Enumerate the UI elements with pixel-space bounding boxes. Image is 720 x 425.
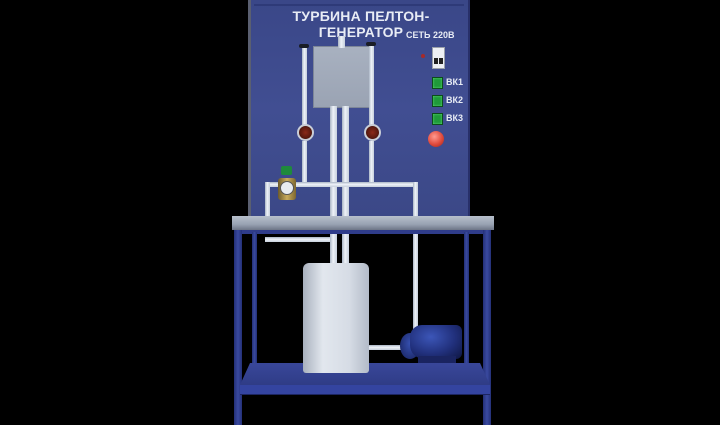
- left-pipe: [302, 48, 307, 128]
- right-pressure-gauge-icon: [364, 124, 381, 141]
- switch-vk3-label: ВК3: [446, 113, 463, 123]
- pump-riser-pipe: [413, 182, 418, 342]
- pump-motor: [410, 325, 462, 359]
- water-tank: [303, 263, 369, 373]
- circuit-breaker[interactable]: [432, 47, 445, 69]
- left-pressure-gauge-icon: [297, 124, 314, 141]
- panel-inner-frame: [254, 4, 464, 218]
- table-leg-back-left: [252, 232, 257, 367]
- table-rail: [236, 230, 490, 234]
- table-leg-front-right: [483, 230, 491, 425]
- right-valve-handle-icon[interactable]: [366, 42, 376, 46]
- switch-vk2-label: ВК2: [446, 95, 463, 105]
- switch-vk1[interactable]: [432, 77, 443, 89]
- table-leg-back-right: [464, 232, 469, 367]
- power-indicator-lamp: [421, 54, 425, 58]
- left-drop-pipe: [265, 182, 270, 218]
- turbine-housing: [313, 46, 373, 108]
- horizontal-manifold-pipe: [266, 182, 418, 187]
- lower-shelf: [240, 363, 490, 385]
- return-pipe: [265, 237, 330, 242]
- pump-inlet-pipe: [369, 345, 404, 350]
- right-lower-pipe: [369, 141, 374, 183]
- switch-vk3[interactable]: [432, 113, 443, 125]
- right-pipe: [369, 46, 374, 128]
- left-valve-handle-icon[interactable]: [299, 44, 309, 48]
- reducer-valve-cap[interactable]: [281, 166, 292, 175]
- shelf-front-edge: [240, 385, 490, 395]
- switch-vk1-label: ВК1: [446, 77, 463, 87]
- top-nozzle: [338, 36, 345, 48]
- left-lower-pipe: [302, 141, 307, 183]
- valve-dial-icon: [280, 181, 294, 195]
- emergency-stop-button[interactable]: [428, 131, 444, 147]
- table-top: [232, 216, 494, 230]
- table-leg-front-left: [234, 230, 242, 425]
- pump-base: [418, 356, 456, 363]
- switch-vk2[interactable]: [432, 95, 443, 107]
- network-label: СЕТЬ 220В: [406, 30, 455, 40]
